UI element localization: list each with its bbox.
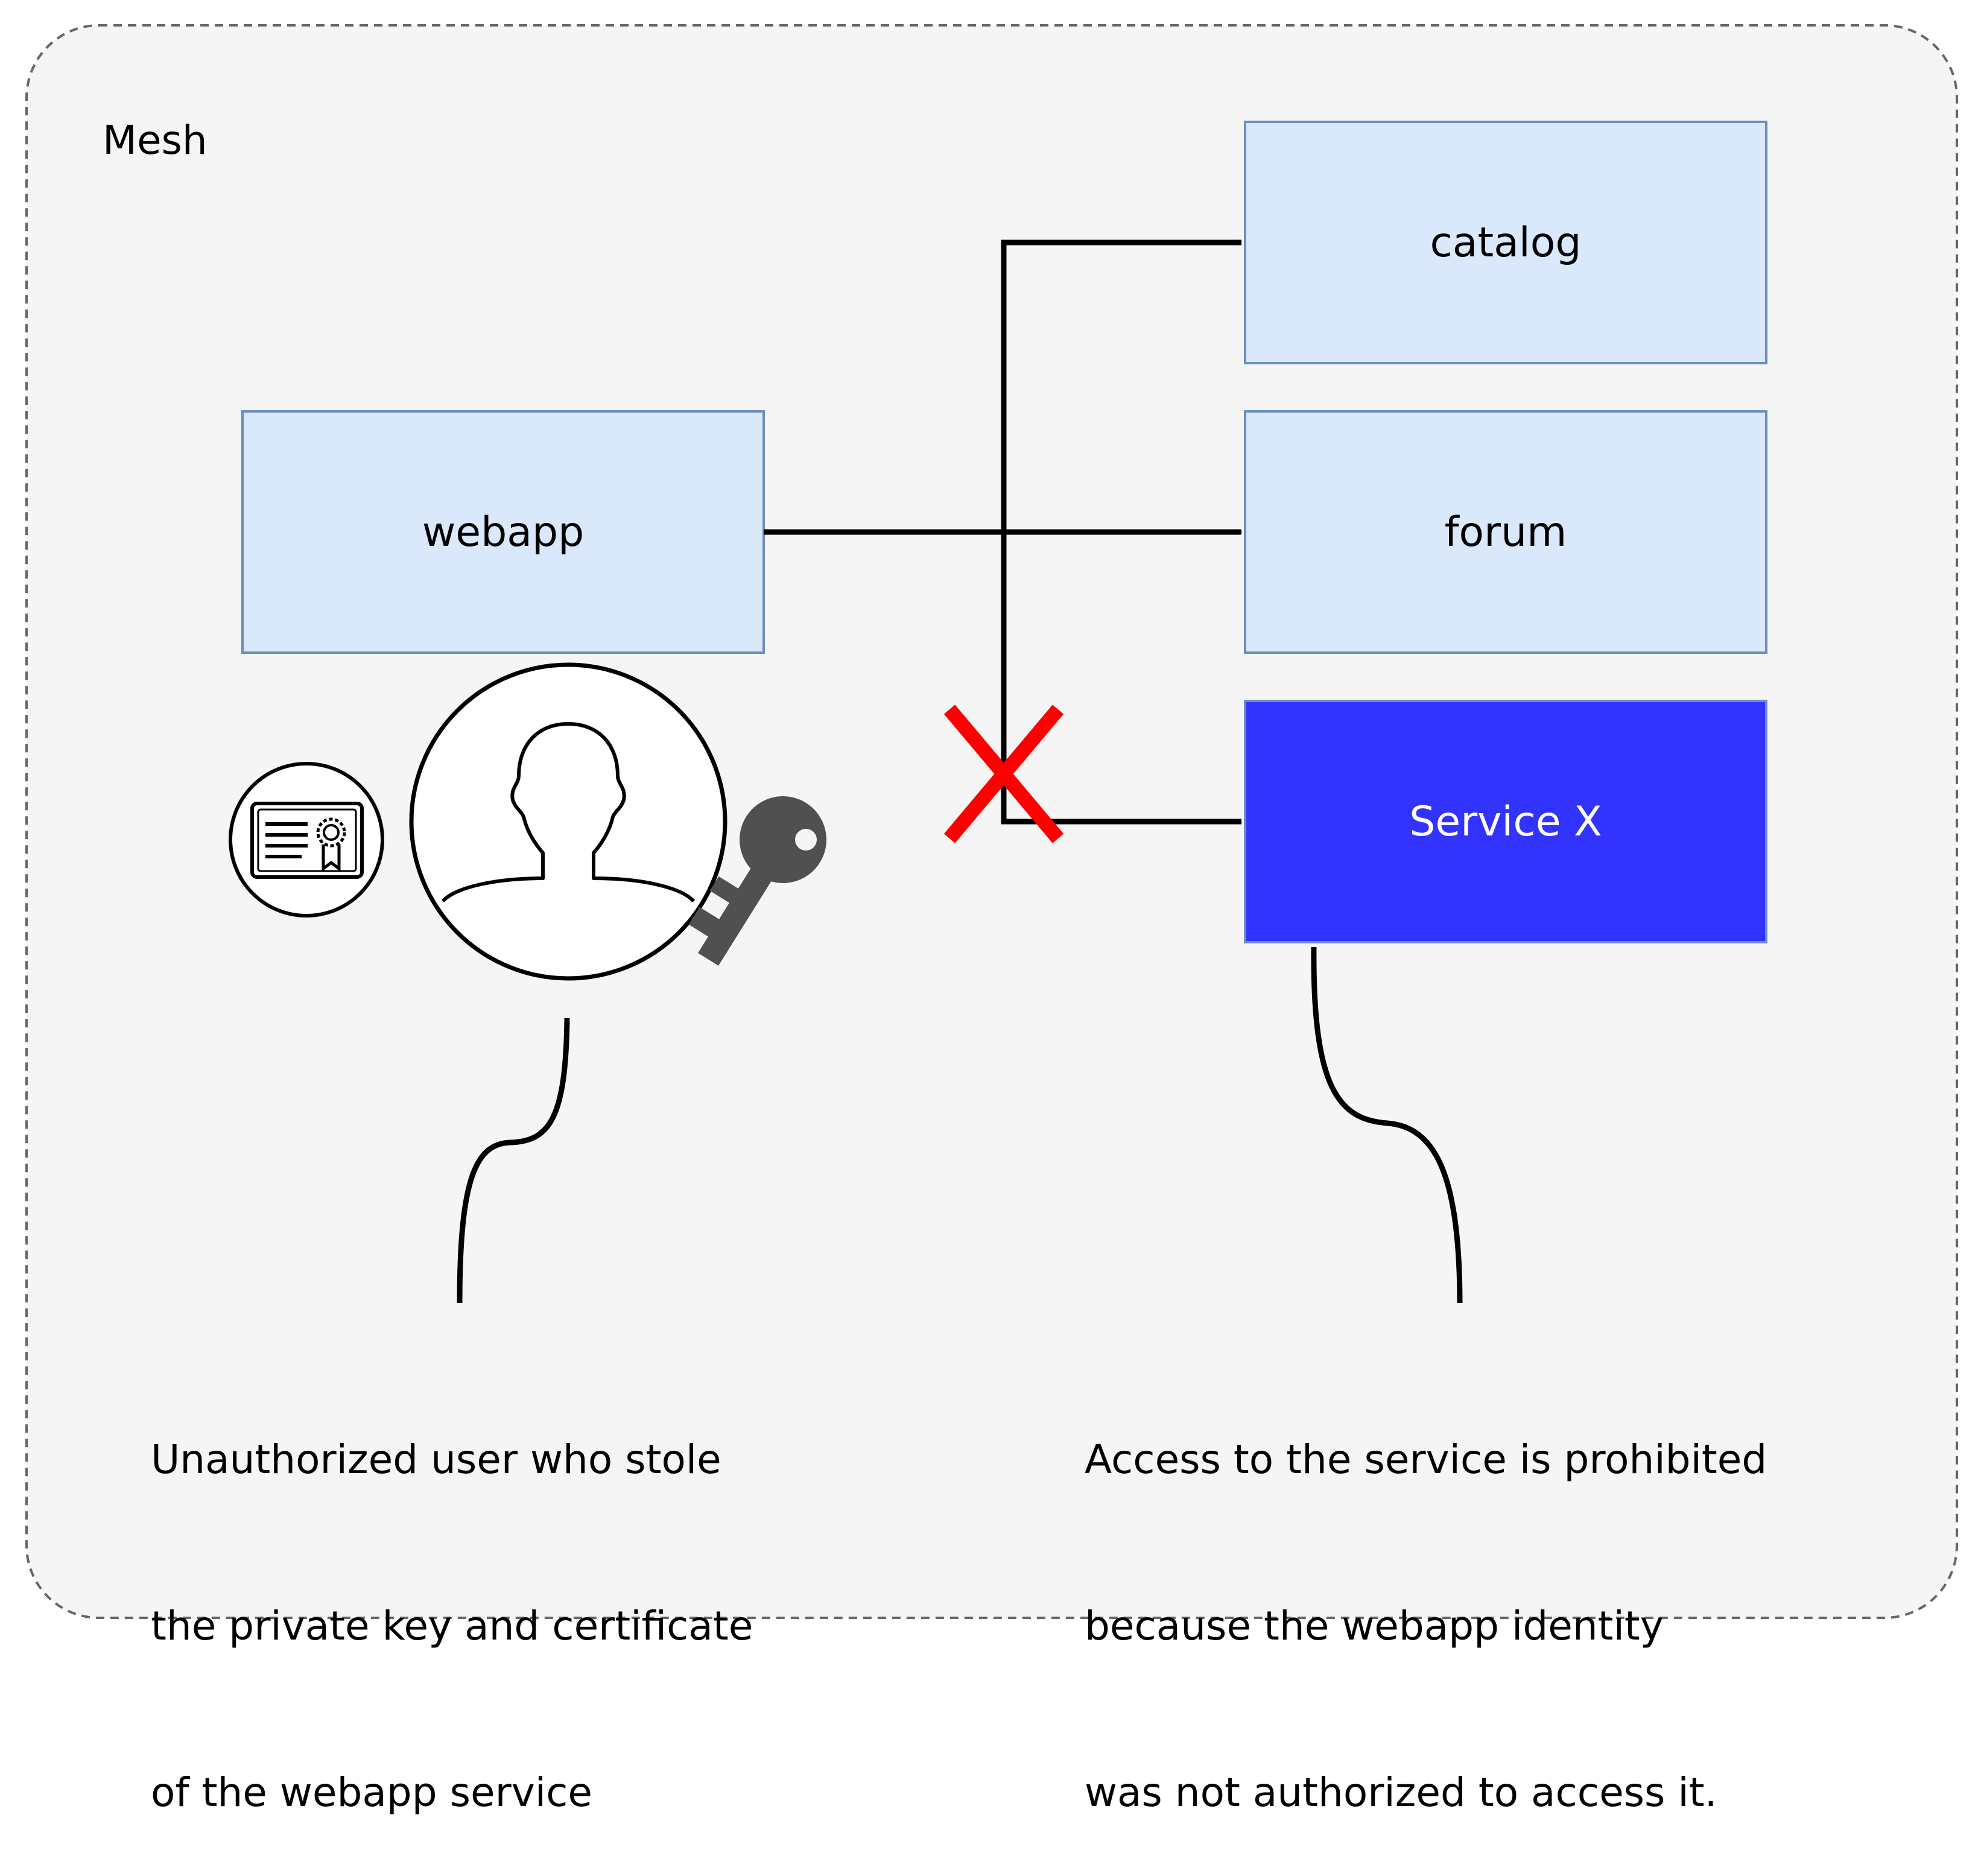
catalog-label: catalog — [1430, 218, 1582, 267]
denied-note-line: Access to the service is prohibited — [1085, 1436, 1767, 1483]
branch-to-service-x-edge — [1001, 532, 1242, 825]
branch-to-catalog-edge — [1001, 239, 1242, 532]
user-silhouette-icon[interactable] — [409, 662, 727, 981]
denied-note-line: because the webapp identity — [1085, 1603, 1664, 1649]
mesh-diagram — [25, 24, 1958, 1619]
attacker-note-line: Unauthorized user who stole — [151, 1436, 721, 1483]
attacker-note-line: the private key and certificate — [151, 1603, 753, 1649]
forum-label: forum — [1444, 508, 1567, 556]
attacker-note-line: of the webapp service — [151, 1769, 592, 1816]
mesh-title: Mesh — [103, 117, 208, 163]
denied-note: Access to the service is prohibited beca… — [1085, 1321, 1767, 1876]
service-x-label: Service X — [1409, 797, 1602, 846]
deny-cross-icon — [943, 705, 1064, 843]
denied-note-line: was not authorized to access it. — [1085, 1769, 1717, 1816]
attacker-note: Unauthorized user who stole the private … — [151, 1321, 753, 1876]
webapp-label: webapp — [422, 508, 585, 556]
service-x-box[interactable] — [1244, 700, 1767, 943]
catalog-box[interactable] — [1244, 121, 1767, 364]
webapp-box[interactable] — [241, 410, 765, 654]
certificate-icon — [229, 762, 384, 917]
denied-note-arrow — [1310, 946, 1463, 1304]
attacker-note-arrow — [457, 1018, 570, 1304]
key-icon — [688, 796, 826, 966]
forum-box[interactable] — [1244, 410, 1767, 654]
